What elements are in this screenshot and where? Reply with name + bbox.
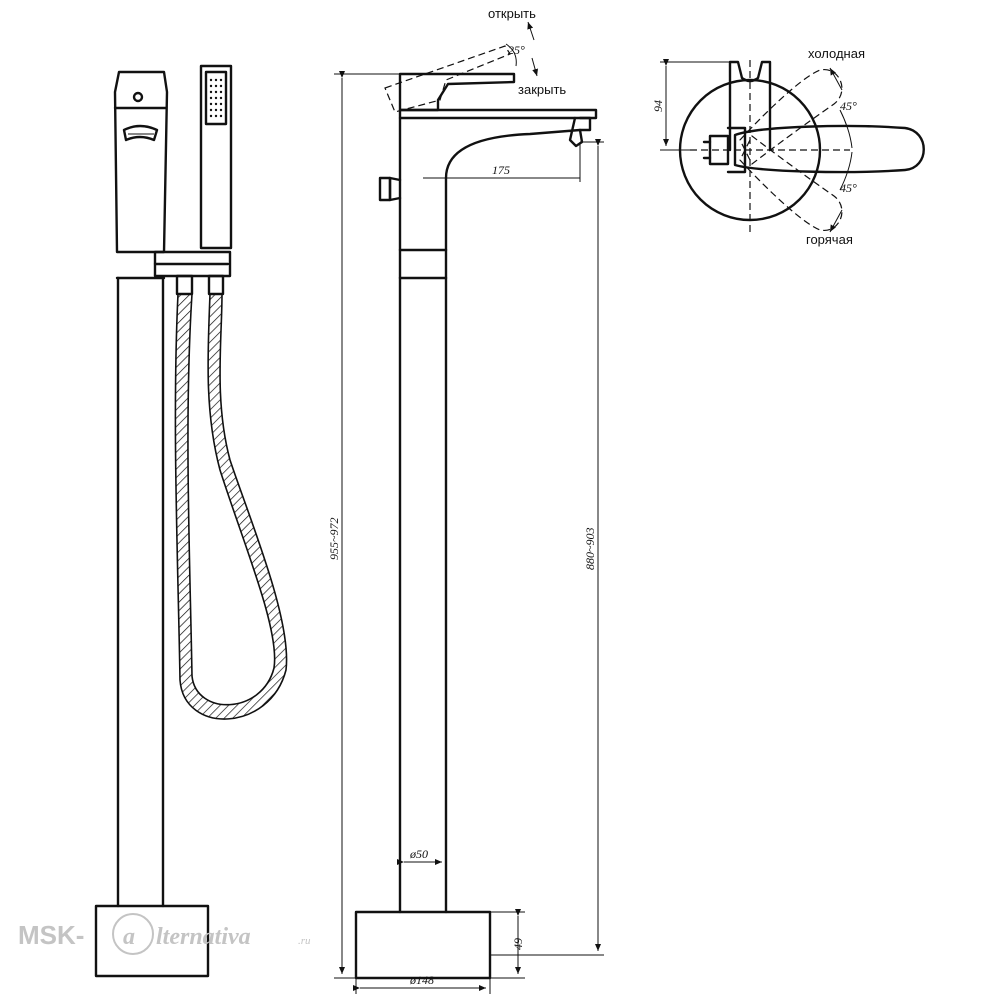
hose-connector-left — [175, 274, 194, 296]
watermark-suffix: lternativa — [156, 924, 251, 950]
dim-base-height: 49 — [511, 938, 525, 950]
side-lever-open — [384, 45, 511, 113]
front-base — [94, 904, 210, 978]
label-cold: холодная — [808, 46, 865, 61]
watermark-prefix: MSK- — [18, 920, 84, 950]
shower-holder — [153, 250, 232, 278]
side-spout — [398, 116, 584, 252]
front-aerator — [122, 124, 159, 142]
side-lever — [398, 72, 516, 112]
side-dimensions — [334, 21, 604, 994]
front-view — [94, 64, 288, 978]
top-lever-hot — [739, 135, 843, 231]
dim-lever-angle: 25° — [508, 43, 525, 57]
top-holder-clip — [728, 60, 772, 152]
watermark-domain: .ru — [298, 935, 311, 947]
label-open: открыть — [488, 6, 536, 21]
dim-hot-angle: 45° — [840, 181, 857, 195]
diverter-knob — [388, 176, 402, 202]
dim-spout-reach: 175 — [492, 163, 510, 177]
dim-cold-angle: 45° — [840, 99, 857, 113]
dim-total-height: 955~972 — [327, 518, 341, 561]
dim-base-diameter: ø148 — [409, 973, 434, 987]
shower-nozzles — [209, 78, 223, 118]
front-lever-screw — [132, 91, 144, 103]
top-lever — [733, 124, 925, 174]
dim-spout-height: 880~903 — [583, 528, 597, 571]
shower-hose — [174, 293, 288, 720]
top-diverter — [708, 134, 730, 166]
dim-pipe-diameter: ø50 — [409, 847, 428, 861]
side-base — [354, 910, 492, 980]
hand-shower — [199, 64, 233, 250]
top-view — [660, 59, 925, 236]
dim-knob-height: 94 — [651, 100, 665, 112]
label-close: закрыть — [518, 82, 566, 97]
top-lever-cold — [739, 69, 843, 165]
watermark-letter: a — [123, 924, 135, 950]
side-view — [354, 45, 598, 980]
side-head-body — [398, 108, 598, 120]
label-hot: горячая — [806, 232, 853, 247]
watermark: MSK- a lternativa .ru — [18, 913, 311, 955]
